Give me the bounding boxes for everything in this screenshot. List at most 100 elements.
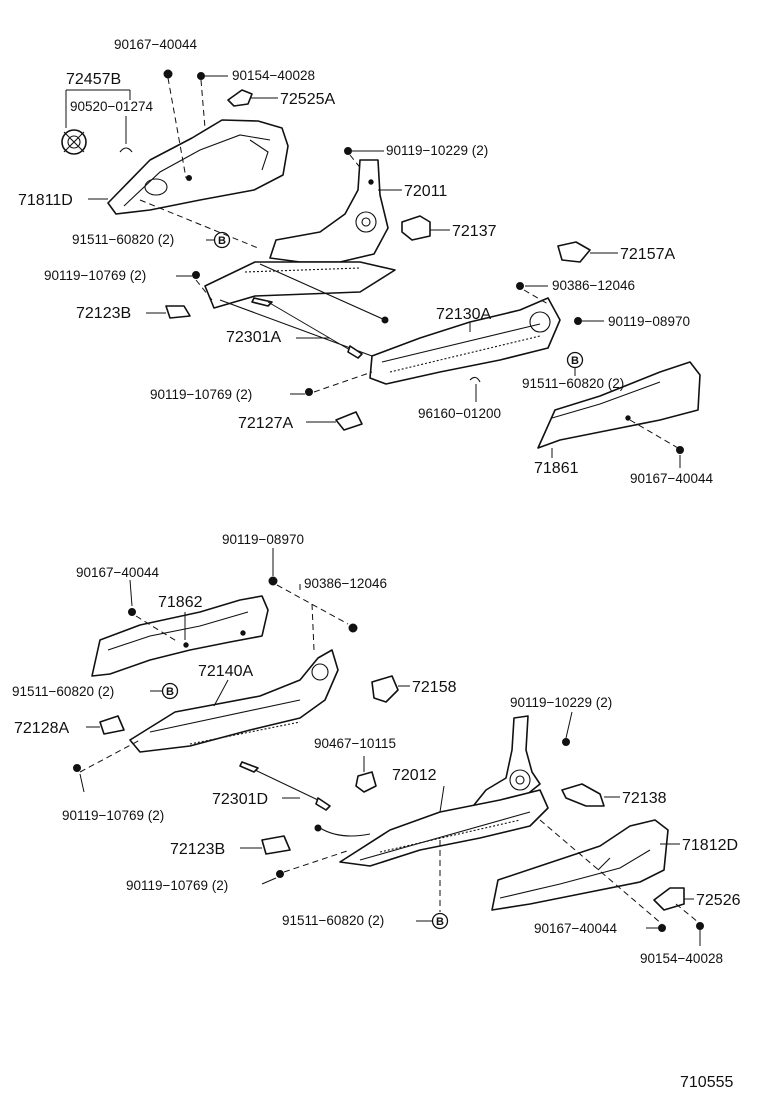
label-72123B-b: 72123B: [170, 841, 225, 858]
label-90119-10769-b: 90119−10769 (2): [150, 387, 252, 402]
part-72138: [561, 783, 605, 807]
label-90119-08970-a: 90119−08970: [608, 314, 690, 329]
cover-71812D: [491, 819, 669, 911]
rod-72301A-body: [267, 301, 351, 351]
rod-72301A: [251, 297, 273, 307]
leader-72457B: [65, 89, 131, 128]
svg-text:B: B: [166, 686, 174, 698]
label-72525A: 72525A: [280, 91, 335, 108]
label-72127A: 72127A: [238, 415, 293, 432]
bolt-90167-40044-c: [128, 608, 136, 616]
label-90386-12046-b: 90386−12046: [304, 576, 387, 591]
svg-text:B: B: [218, 235, 226, 247]
label-90119-08970-b: 90119−08970: [222, 532, 304, 547]
clip-96160-01200: [469, 376, 481, 383]
dash-upper-3: [139, 199, 259, 249]
label-72301A: 72301A: [226, 329, 281, 346]
label-71861: 71861: [534, 460, 579, 477]
bolt-90167-40044-d: [658, 924, 666, 932]
bolt-90154-40028-b: [696, 922, 704, 930]
label-90167-40044-d: 90167−40044: [534, 921, 617, 936]
label-72123B-a: 72123B: [76, 305, 131, 322]
knob-72457B: [61, 129, 87, 155]
leader-72140A: [213, 679, 229, 707]
cover-71861: [537, 361, 701, 449]
seat-track-upper: [204, 261, 561, 385]
label-72457B: 72457B: [66, 71, 121, 88]
dash-lower-5: [283, 849, 351, 873]
label-72526: 72526: [696, 892, 741, 909]
label-72012: 72012: [392, 767, 437, 784]
label-72301D: 72301D: [212, 791, 268, 808]
rod-72301D-body: [254, 769, 319, 801]
dash-upper-2: [200, 79, 206, 129]
part-72157A: [557, 241, 591, 263]
cover-71811D: [107, 119, 289, 215]
part-72158: [371, 675, 399, 703]
bolt-90119-08970-b: [268, 576, 278, 586]
bolt-90119-10769-c: [73, 764, 81, 772]
rod-72301D-end: [315, 797, 331, 811]
bolt-90386-12046-b: [348, 623, 358, 633]
part-72137: [401, 215, 431, 241]
dash-upper-1: [167, 77, 187, 179]
part-labels: 90167−40044 90154−40028 72457B 72525A 90…: [12, 37, 741, 1091]
label-90386-12046-a: 90386−12046: [552, 278, 635, 293]
bolt-90386-12046-a: [516, 282, 524, 290]
label-90167-40044-b: 90167−40044: [630, 471, 713, 486]
label-90167-40044-c: 90167−40044: [76, 565, 159, 580]
leader-90119-10769-c: [79, 773, 85, 793]
diagram-id: 710555: [680, 1074, 733, 1091]
label-90119-10769-a: 90119−10769 (2): [44, 268, 146, 283]
cable-upper: [259, 263, 386, 321]
recliner-72011: [269, 159, 389, 263]
bolt-90119-10229-a: [344, 147, 352, 155]
cap-72525A: [227, 89, 253, 107]
label-71811D: 71811D: [18, 192, 73, 209]
label-91511-60820-c: 91511−60820 (2): [12, 684, 114, 699]
label-90154-40028-a: 90154−40028: [232, 68, 315, 83]
label-90467-10115: 90467−10115: [314, 736, 396, 751]
label-91511-60820-b: 91511−60820 (2): [522, 376, 624, 391]
cover-71862: [91, 595, 269, 677]
dash-lower-8: [675, 903, 699, 923]
label-90119-10769-d: 90119−10769 (2): [126, 878, 228, 893]
label-72140A: 72140A: [198, 663, 253, 680]
pad-72123B-b: [261, 835, 291, 855]
dash-lower-3: [135, 615, 179, 643]
leader-90167-40044-c: [129, 579, 133, 607]
pad-72123B-a: [165, 305, 191, 319]
label-72137: 72137: [452, 223, 497, 240]
label-72128A: 72128A: [14, 720, 69, 737]
label-91511-60820-d: 91511−60820 (2): [282, 913, 384, 928]
label-71862: 71862: [158, 594, 203, 611]
bolt-90167-40044-b: [676, 446, 684, 454]
cable-end-lower: [314, 824, 322, 832]
rod-72301A-end: [347, 345, 363, 359]
dash-upper-5: [195, 279, 213, 301]
dash-lower-2: [311, 603, 315, 651]
label-71812D: 71812D: [682, 837, 738, 854]
label-90167-40044-a: 90167−40044: [114, 37, 197, 52]
dash-lower-4: [79, 739, 141, 773]
dash-upper-4: [349, 154, 363, 171]
dash-upper-7: [313, 371, 373, 393]
callout-B-3: B: [161, 682, 179, 700]
clip-90467-10115: [355, 771, 377, 793]
label-90119-10229-b: 90119−10229 (2): [510, 695, 612, 710]
seat-track-lower-right: [339, 789, 549, 867]
rod-72301D: [239, 761, 259, 773]
label-96160-01200: 96160−01200: [418, 406, 501, 421]
label-90154-40028-b: 90154−40028: [640, 951, 723, 966]
bolt-90119-10769-b: [305, 388, 313, 396]
label-72138: 72138: [622, 790, 667, 807]
leader-72012: [439, 785, 445, 813]
label-72130A: 72130A: [436, 306, 491, 323]
bolt-90119-10229-b: [562, 738, 570, 746]
label-90119-10229-a: 90119−10229 (2): [386, 143, 488, 158]
label-90520-01274: 90520−01274: [70, 99, 153, 114]
bolt-90167-40044-a: [163, 69, 173, 79]
label-72157A: 72157A: [620, 246, 675, 263]
label-72011: 72011: [404, 183, 447, 200]
